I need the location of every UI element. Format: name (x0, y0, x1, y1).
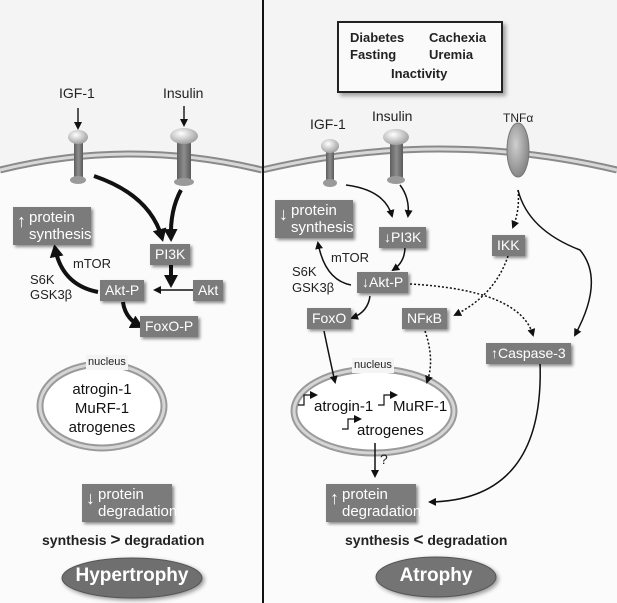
protein-degradation-up-box: ↑ protein degradation (326, 484, 422, 522)
pi3k-box: PI3K (150, 244, 191, 265)
balance-left: synthesis > degradation (42, 530, 204, 550)
outcome-hypertrophy: Hypertrophy (75, 565, 189, 586)
arrow-ikk-to-nfkb (453, 255, 509, 316)
uncertain-link-mark: ? (380, 451, 388, 467)
hypertrophy-ellipse (61, 557, 203, 599)
arrow-igf1-to-pi3k (93, 174, 167, 242)
label-line-1: protein (29, 209, 75, 226)
balance-synthesis: synthesis (42, 532, 107, 548)
gene-atrogenes: atrogenes (68, 419, 136, 436)
gene-atrogenes-right: atrogenes (357, 422, 424, 439)
mtor-label: mTOR (73, 256, 112, 271)
gene-atrogin1: atrogin-1 (72, 381, 132, 398)
condition-cachexia: Cachexia (429, 30, 487, 45)
label-line-1: protein (342, 486, 388, 503)
atrophy-ellipse (375, 556, 497, 598)
condition-diabetes: Diabetes (350, 30, 405, 45)
akt-box: Akt (193, 280, 224, 301)
ikk-box: IKK (492, 235, 525, 256)
balance-right: synthesis < degradation (345, 530, 507, 550)
down-arrow-icon: ↓ (279, 204, 288, 224)
igf1-receptor-left (68, 108, 88, 184)
label-line-1: protein (291, 202, 337, 219)
foxo-box: FoxO (307, 308, 352, 329)
arrow-tnf-to-caspase (517, 189, 592, 337)
balance-synthesis: synthesis (345, 532, 410, 548)
balance-degradation: degradation (427, 532, 508, 548)
arrow-nfkb-to-murf (424, 330, 433, 384)
ligand-insulin-left: Insulin (163, 85, 204, 101)
outcome-atrophy: Atrophy (399, 565, 473, 586)
arrow-foxo-to-atrogin (323, 330, 338, 384)
gene-atrogin1-right: atrogin-1 (314, 398, 374, 415)
balance-operator: < (413, 530, 424, 549)
tnfa-receptor (506, 122, 530, 178)
insulin-receptor-right (383, 129, 409, 184)
gene-murf1: MuRF-1 (74, 400, 130, 417)
foxo-p-box: FoxO-P (140, 316, 199, 337)
arrow-aktp-to-caspase (409, 283, 536, 337)
arrow-aktp-to-foxop (121, 301, 144, 328)
ligand-tnfa: TNFα (503, 111, 534, 125)
protein-synthesis-down-box: ↓ protein synthesis (275, 200, 354, 238)
protein-degradation-down-box: ↓ protein degradation (82, 484, 178, 522)
label-line-2: synthesis (29, 226, 92, 243)
s6k-label: S6K (30, 272, 55, 287)
condition-uremia: Uremia (429, 47, 474, 62)
s6k-label-right: S6K (292, 264, 317, 279)
igf1-receptor-right (321, 139, 339, 187)
balance-degradation: degradation (124, 532, 205, 548)
nfkb-box: NFκB (402, 308, 447, 329)
condition-inactivity: Inactivity (391, 66, 448, 81)
insulin-receptor-left (170, 106, 198, 186)
pi3k-down-box: ↓PI3K (379, 227, 427, 248)
arrow-aktp-to-synthesis-r (315, 241, 352, 286)
promoter-icons (298, 391, 398, 430)
ligand-insulin-right: Insulin (372, 108, 413, 124)
conditions-box: Diabetes Cachexia Fasting Uremia Inactiv… (337, 21, 503, 93)
down-arrow-icon: ↓ (86, 488, 95, 508)
gene-murf1-right: MuRF-1 (393, 398, 448, 415)
arrow-caspase-to-degradation (428, 361, 541, 506)
akt-p-box: Akt-P (100, 280, 145, 301)
akt-p-down-box: ↓Akt-P (357, 272, 409, 293)
arrow-insulin-to-pi3k-r (399, 184, 413, 218)
label-line-2: synthesis (291, 219, 354, 236)
label-line-2: degradation (98, 503, 178, 520)
ligand-igf1-left: IGF-1 (59, 85, 95, 101)
arrow-pi3k-to-aktp-r (391, 246, 406, 272)
mtor-label-right: mTOR (331, 250, 370, 265)
nucleus-label-left: nucleus (86, 355, 128, 370)
protein-synthesis-up-box: ↑ protein synthesis (13, 207, 92, 245)
ligand-igf1-right: IGF-1 (310, 116, 346, 132)
gsk3b-label-right: GSK3β (292, 280, 335, 295)
gsk3b-label: GSK3β (30, 287, 73, 302)
condition-fasting: Fasting (350, 47, 397, 62)
caspase3-up-box: ↑Caspase-3 (486, 343, 571, 364)
label-line-1: protein (98, 486, 144, 503)
nucleus-genes-left: atrogin-1 MuRF-1 atrogenes (52, 380, 152, 437)
up-arrow-icon: ↑ (17, 211, 26, 231)
arrow-aktp-to-foxo (350, 295, 371, 320)
arrow-igf1-to-pi3k-r (345, 184, 395, 218)
arrow-aktp-to-synthesis (49, 244, 99, 294)
label-line-2: degradation (342, 503, 422, 520)
balance-operator: > (110, 530, 121, 549)
arrow-insulin-to-pi3k (163, 189, 183, 242)
up-arrow-icon: ↑ (330, 488, 339, 508)
nucleus-label-right: nucleus (352, 358, 394, 373)
